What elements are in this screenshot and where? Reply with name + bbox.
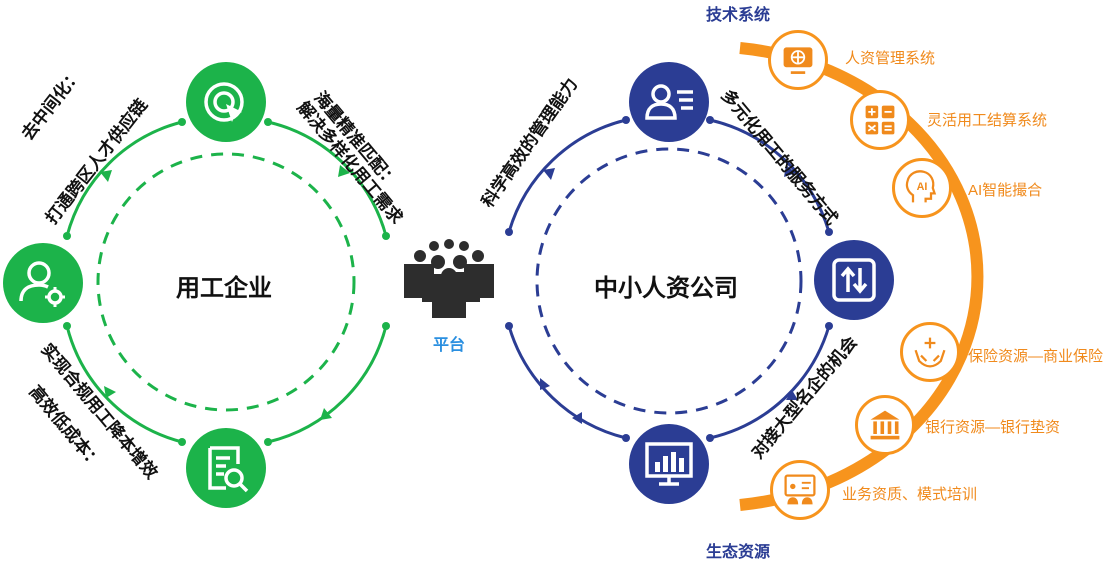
service-node-hr-system [768, 30, 828, 90]
monitor-globe-icon [783, 47, 813, 74]
ai-head-icon: AI [905, 170, 937, 203]
left-cycle-rings [63, 118, 390, 446]
user-gear-icon [19, 261, 65, 307]
people-group-icon [404, 239, 494, 318]
service-label-settlement: 灵活用工结算系统 [927, 112, 1048, 129]
chart-monitor-node [629, 424, 709, 504]
right-center-label: 中小人资公司 [594, 275, 738, 302]
up-down-arrows-icon [832, 258, 876, 302]
service-node-ai: AI [892, 158, 952, 218]
hands-plus-icon [914, 337, 946, 368]
service-node-training [770, 460, 830, 520]
service-node-bank [855, 395, 915, 455]
user-card-node [629, 62, 709, 142]
presentation-icon [784, 474, 816, 505]
tech-system-title: 技术系统 [706, 7, 771, 24]
service-label-hr-system: 人资管理系统 [845, 50, 936, 67]
user-card-icon [645, 84, 693, 120]
service-node-insurance [900, 322, 960, 382]
user-gear-node [3, 243, 83, 323]
bar-chart-monitor-icon [645, 442, 693, 486]
target-cursor-icon [204, 82, 244, 122]
service-label-training: 业务资质、模式培训 [842, 486, 978, 503]
right-cycle-rings [505, 116, 833, 442]
target-cursor-node [186, 62, 266, 142]
service-node-settlement [850, 90, 910, 150]
platform-label: 平台 [433, 337, 466, 354]
service-label-ai: AI智能撮合 [968, 182, 1043, 199]
svg-text:AI: AI [917, 181, 928, 193]
document-search-icon [208, 446, 249, 493]
document-search-node [186, 428, 266, 508]
left-center-label: 用工企业 [176, 275, 272, 302]
tech-eco-arc [739, 42, 984, 511]
calculator-icon [865, 105, 895, 135]
service-label-insurance: 保险资源—商业保险 [968, 348, 1104, 365]
service-label-bank: 银行资源—银行垫资 [925, 419, 1061, 436]
eco-resources-title: 生态资源 [706, 544, 771, 561]
bank-icon [870, 410, 900, 440]
transfer-node [814, 240, 894, 320]
